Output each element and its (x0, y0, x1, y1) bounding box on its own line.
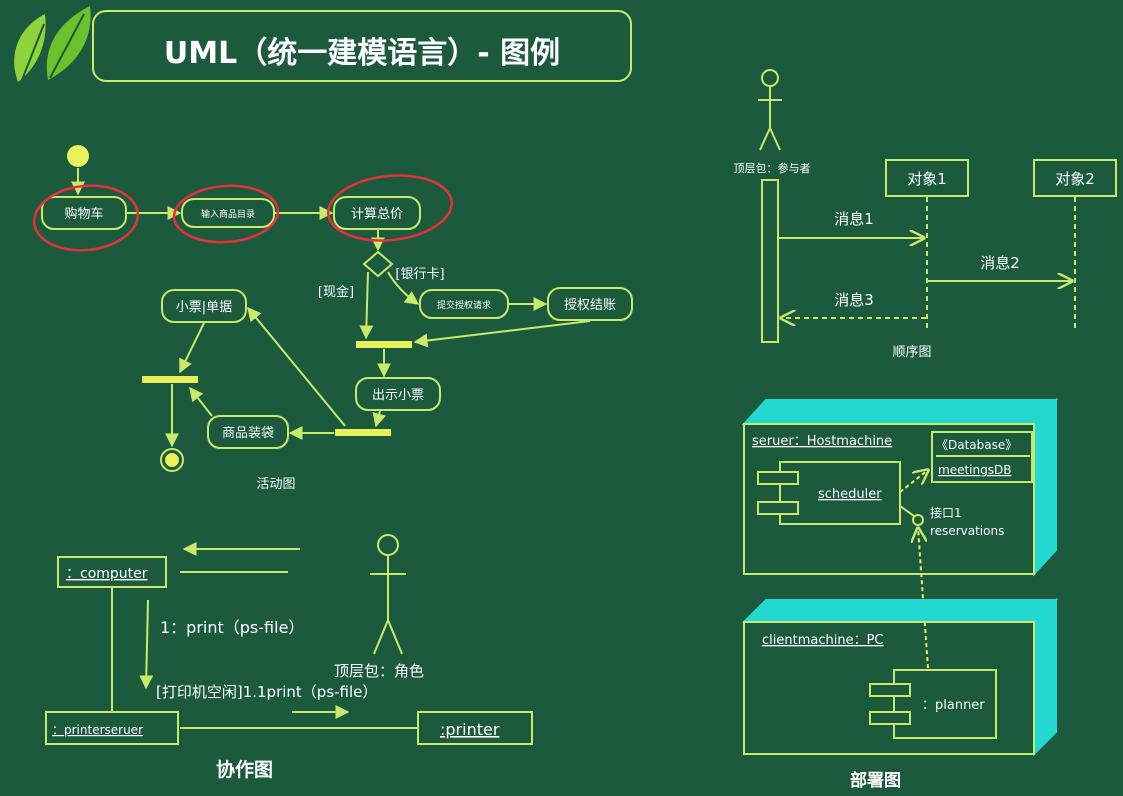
sequence-actor-label: 顶层包：参与者 (734, 161, 811, 175)
message-1-label: 消息1 (834, 210, 874, 228)
activity-diagram (41, 145, 633, 472)
collaboration-actor-label: 顶层包：角色 (334, 662, 424, 680)
activity-label-receipt: 小票|单据 (176, 300, 232, 315)
client-node-label: clientmachine：PC (762, 633, 884, 648)
sequence-object-1 (885, 159, 969, 197)
interface-name: reservations (930, 524, 1004, 538)
planner-label: ：planner (922, 698, 985, 713)
guard-bank: [银行卡] (395, 267, 444, 282)
sequence-caption: 顺序图 (892, 345, 931, 360)
activity-label-bag: 商品装袋 (222, 426, 274, 441)
activity-node-show (355, 377, 441, 411)
activity-node-cart (41, 196, 127, 230)
activity-node-total (333, 196, 421, 230)
activity-node-input (181, 198, 275, 228)
guard-cash: [现金] (318, 284, 354, 300)
printer-object (417, 711, 533, 745)
interface-lollipop-icon (912, 514, 924, 526)
activity-label-total: 计算总价 (351, 207, 403, 222)
client-node-side (1033, 597, 1057, 757)
join-bar-3 (142, 376, 198, 383)
activity-end-node (160, 448, 184, 472)
server-node-top (741, 399, 1059, 425)
activity-node-submit (419, 289, 509, 319)
message-3-label: 消息3 (834, 291, 874, 309)
join-bar-2 (335, 429, 391, 436)
server-node-label: seruer：Hostmachine (752, 434, 892, 449)
database-stereotype: 《Database》 (936, 438, 1017, 452)
message-2-label: 消息2 (980, 254, 1020, 272)
interface-label: 接口1 (930, 505, 962, 520)
client-node-top (741, 599, 1059, 623)
activity-node-receipt (161, 289, 247, 323)
activity-caption: 活动图 (256, 477, 295, 492)
sequence-object-2-label: 对象2 (1055, 170, 1095, 188)
sequence-actor-icon (758, 69, 782, 151)
database-name: meetingsDB (938, 463, 1011, 477)
activity-node-auth (547, 287, 633, 321)
join-bar-1 (356, 341, 412, 348)
decision-diamond (362, 250, 394, 278)
collaboration-caption: 协作图 (216, 758, 273, 781)
activity-label-input: 输入商品目录 (201, 208, 255, 220)
activity-label-show: 出示小票 (372, 388, 424, 403)
planner-component (893, 669, 997, 739)
collaboration-diagram (45, 534, 533, 745)
activity-label-submit: 提交授权请求 (437, 299, 491, 311)
computer-object (57, 556, 167, 588)
actor-activation-bar (761, 179, 779, 343)
red-annotations (32, 174, 454, 252)
sequence-diagram (758, 69, 1117, 343)
activity-label-auth: 授权结账 (564, 297, 616, 313)
computer-label: ：computer (66, 566, 148, 582)
activity-node-bag (207, 415, 289, 449)
printer-label: :printer (440, 720, 500, 739)
activity-label-cart: 购物车 (64, 206, 103, 222)
collaboration-message-2: [打印机空闲]1.1print（ps-file） (156, 683, 377, 701)
sequence-object-1-label: 对象1 (907, 170, 947, 188)
scheduler-label: scheduler (818, 487, 882, 502)
activity-start-node (67, 145, 89, 167)
collaboration-actor-icon (370, 534, 406, 655)
title-box: UML（统一建模语言）- 图例 (92, 10, 632, 82)
page-title: UML（统一建模语言）- 图例 (163, 36, 561, 71)
deployment-diagram (741, 397, 1059, 757)
deployment-caption: 部署图 (850, 770, 901, 791)
collaboration-message-1: 1：print（ps-file） (160, 618, 304, 637)
scheduler-component (779, 461, 901, 525)
server-node (743, 423, 1035, 575)
client-node (743, 621, 1035, 755)
sequence-object-2 (1033, 159, 1117, 197)
database-box (931, 431, 1033, 483)
server-node-side (1033, 397, 1057, 577)
leaf-logo-icon (14, 6, 91, 82)
printserver-object (45, 711, 179, 745)
printserver-label: ：printerseruer (52, 723, 143, 737)
